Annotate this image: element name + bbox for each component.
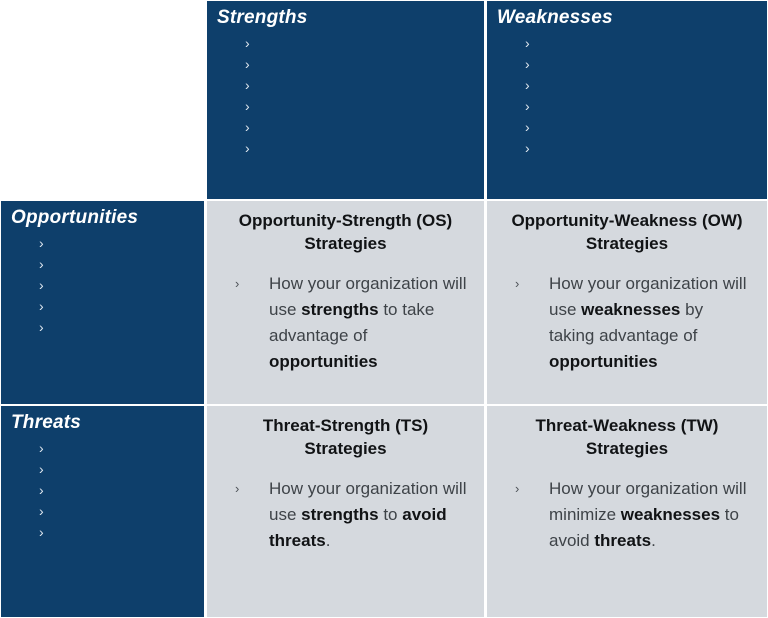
chevron-right-icon: › [525, 35, 530, 51]
chevron-right-icon: › [245, 35, 250, 51]
strengths-bullet-list: › › › › › › [217, 33, 484, 159]
list-item[interactable]: › [525, 138, 767, 159]
list-item[interactable]: › [39, 480, 204, 501]
list-item[interactable]: › [39, 317, 204, 338]
chevron-right-icon: › [235, 481, 240, 496]
chevron-right-icon: › [245, 98, 250, 114]
ts-strategies-title: Threat-Strength (TS) Strategies [262, 416, 429, 458]
list-item[interactable]: › [525, 75, 767, 96]
chevron-right-icon: › [39, 235, 44, 251]
tw-strategies-text: How your organization will minimize weak… [549, 479, 747, 550]
matrix-corner-cell [0, 0, 205, 200]
list-item[interactable]: › [39, 233, 204, 254]
chevron-right-icon: › [525, 140, 530, 156]
list-item[interactable]: › [245, 96, 484, 117]
chevron-right-icon: › [525, 77, 530, 93]
chevron-right-icon: › [525, 56, 530, 72]
list-item[interactable]: › [525, 33, 767, 54]
chevron-right-icon: › [39, 298, 44, 314]
chevron-right-icon: › [39, 319, 44, 335]
weaknesses-title: Weaknesses [497, 7, 613, 28]
strategy-cell-ow: Opportunity-Weakness (OW) Strategies › H… [485, 200, 768, 405]
chevron-right-icon: › [515, 481, 520, 496]
strategy-cell-tw: Threat-Weakness (TW) Strategies › How yo… [485, 405, 768, 618]
chevron-right-icon: › [39, 256, 44, 272]
ts-strategies-text: How your organization will use strengths… [269, 479, 467, 550]
list-item[interactable]: › [525, 54, 767, 75]
opportunities-bullet-list: › › › › › [11, 233, 204, 338]
column-header-strengths: Strengths › › › › › › [205, 0, 485, 200]
threats-bullet-list: › › › › › [11, 438, 204, 543]
list-item[interactable]: › [39, 459, 204, 480]
list-item[interactable]: › [525, 96, 767, 117]
list-item[interactable]: › [525, 117, 767, 138]
threats-title: Threats [11, 412, 82, 433]
row-header-threats: Threats › › › › › [0, 405, 205, 618]
strategy-cell-os: Opportunity-Strength (OS) Strategies › H… [205, 200, 485, 405]
weaknesses-bullet-list: › › › › › › [497, 33, 767, 159]
ts-strategies-body: › How your organization will use strengt… [221, 476, 470, 554]
list-item[interactable]: › [245, 138, 484, 159]
chevron-right-icon: › [39, 277, 44, 293]
chevron-right-icon: › [39, 524, 44, 540]
list-item[interactable]: › [39, 275, 204, 296]
ow-strategies-text: How your organization will use weaknesse… [549, 274, 747, 371]
chevron-right-icon: › [525, 119, 530, 135]
ow-strategies-body: › How your organization will use weaknes… [501, 271, 753, 375]
list-item[interactable]: › [39, 501, 204, 522]
tw-strategies-body: › How your organization will minimize we… [501, 476, 753, 554]
list-item[interactable]: › [39, 438, 204, 459]
chevron-right-icon: › [39, 440, 44, 456]
strengths-title: Strengths [217, 7, 308, 28]
list-item[interactable]: › [245, 75, 484, 96]
chevron-right-icon: › [39, 503, 44, 519]
list-item[interactable]: › [39, 522, 204, 543]
chevron-right-icon: › [245, 119, 250, 135]
chevron-right-icon: › [39, 461, 44, 477]
chevron-right-icon: › [245, 140, 250, 156]
list-item[interactable]: › [39, 296, 204, 317]
os-strategies-body: › How your organization will use strengt… [221, 271, 470, 375]
os-strategies-title: Opportunity-Strength (OS) Strategies [238, 211, 453, 253]
chevron-right-icon: › [245, 56, 250, 72]
strategy-cell-ts: Threat-Strength (TS) Strategies › How yo… [205, 405, 485, 618]
tw-strategies-title: Threat-Weakness (TW) Strategies [535, 416, 719, 458]
row-header-opportunities: Opportunities › › › › › [0, 200, 205, 405]
chevron-right-icon: › [525, 98, 530, 114]
os-strategies-text: How your organization will use strengths… [269, 274, 467, 371]
opportunities-title: Opportunities [11, 207, 139, 228]
column-header-weaknesses: Weaknesses › › › › › › [485, 0, 768, 200]
chevron-right-icon: › [245, 77, 250, 93]
list-item[interactable]: › [245, 33, 484, 54]
list-item[interactable]: › [245, 117, 484, 138]
list-item[interactable]: › [245, 54, 484, 75]
chevron-right-icon: › [39, 482, 44, 498]
list-item[interactable]: › [39, 254, 204, 275]
chevron-right-icon: › [235, 276, 240, 291]
ow-strategies-title: Opportunity-Weakness (OW) Strategies [511, 211, 743, 253]
chevron-right-icon: › [515, 276, 520, 291]
